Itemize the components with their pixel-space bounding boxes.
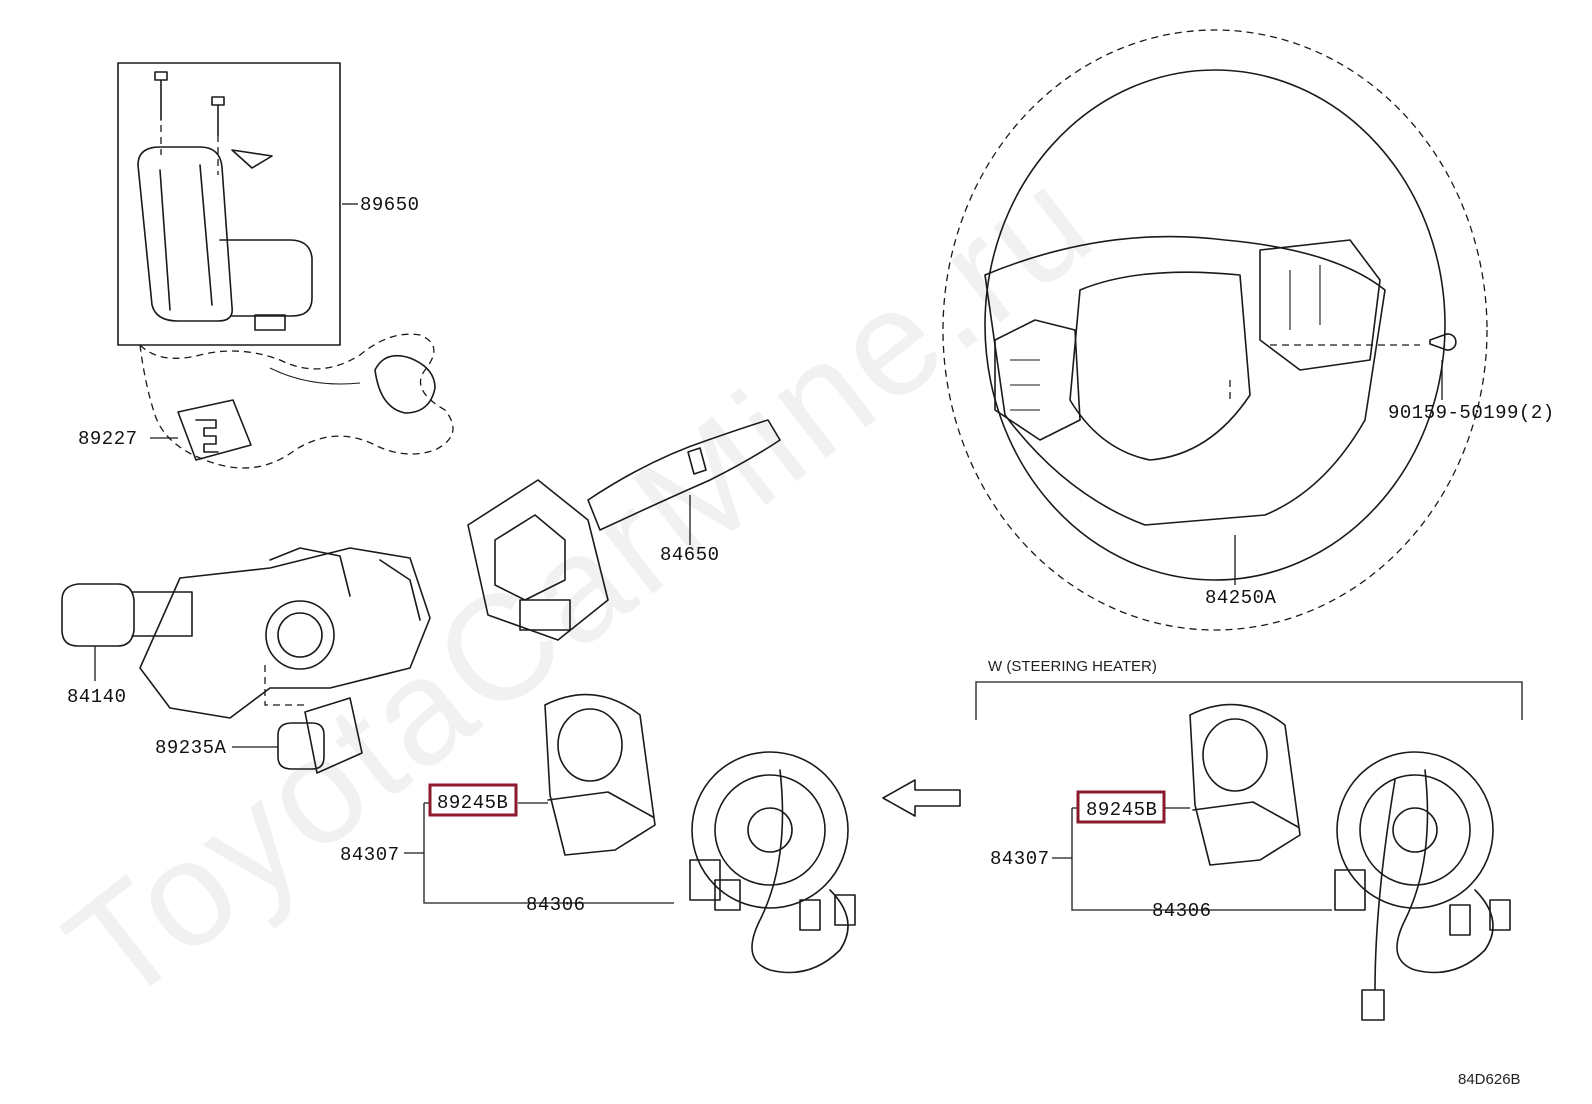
label-84140: 84140 bbox=[67, 686, 127, 708]
left-switch-pad bbox=[994, 319, 1081, 441]
label-89650: 89650 bbox=[360, 194, 420, 216]
label-84250A: 84250A bbox=[1205, 587, 1277, 609]
label-89245B-left: 89245B bbox=[437, 792, 508, 814]
bolt-1 bbox=[154, 71, 168, 121]
part-84140-body bbox=[139, 547, 431, 719]
part-89650-group: 89650 bbox=[117, 62, 454, 469]
part-89227 bbox=[177, 399, 252, 461]
part-89235A bbox=[277, 722, 325, 770]
spiral-cable-left-group: 89245B 84307 84306 bbox=[340, 693, 856, 974]
part-84306-left bbox=[691, 751, 849, 909]
steering-wheel-rim bbox=[942, 29, 1488, 631]
bolt-2 bbox=[211, 96, 225, 136]
label-90159: 90159-50199(2) bbox=[1388, 402, 1555, 424]
part-89245B-left bbox=[544, 693, 656, 856]
spiral-cable-right-group: W (STEERING HEATER) 89245B 84307 84306 bbox=[975, 658, 1523, 1021]
arrow-icon bbox=[882, 779, 961, 817]
part-84650-lever bbox=[587, 419, 781, 531]
part-89235A-group: 89235A bbox=[155, 697, 363, 774]
part-84140-knob bbox=[61, 583, 135, 647]
part-84250A-group: 90159-50199(2) 84250A bbox=[942, 29, 1555, 631]
highlight-89245B-right bbox=[1076, 790, 1166, 824]
part-84650-body bbox=[467, 479, 609, 641]
label-89235A: 89235A bbox=[155, 737, 227, 759]
column-outline bbox=[139, 333, 454, 469]
part-89245B-right bbox=[1189, 703, 1301, 866]
label-84307-left: 84307 bbox=[340, 844, 400, 866]
diagram-code: 84D626B bbox=[1458, 1071, 1521, 1088]
highlight-89245B-left bbox=[428, 783, 518, 817]
variant-note: W (STEERING HEATER) bbox=[988, 658, 1157, 675]
part-84306-right bbox=[1336, 751, 1494, 909]
part-89227-group: 89227 bbox=[78, 399, 252, 461]
label-84307-right: 84307 bbox=[990, 848, 1050, 870]
right-switch-pad bbox=[1259, 239, 1381, 371]
label-84650: 84650 bbox=[660, 544, 720, 566]
part-89650-frame bbox=[117, 62, 341, 346]
part-84650-group: 84650 bbox=[467, 419, 781, 641]
label-89227: 89227 bbox=[78, 428, 138, 450]
label-89245B-right: 89245B bbox=[1086, 799, 1157, 821]
variant-bracket bbox=[975, 681, 1523, 720]
part-84140-group: 84140 bbox=[61, 547, 431, 719]
steering-wheel-hub bbox=[984, 235, 1386, 526]
screw-90159 bbox=[1429, 333, 1457, 351]
label-84306-left: 84306 bbox=[526, 894, 586, 916]
lock-body bbox=[137, 146, 234, 322]
label-84306-right: 84306 bbox=[1152, 900, 1212, 922]
